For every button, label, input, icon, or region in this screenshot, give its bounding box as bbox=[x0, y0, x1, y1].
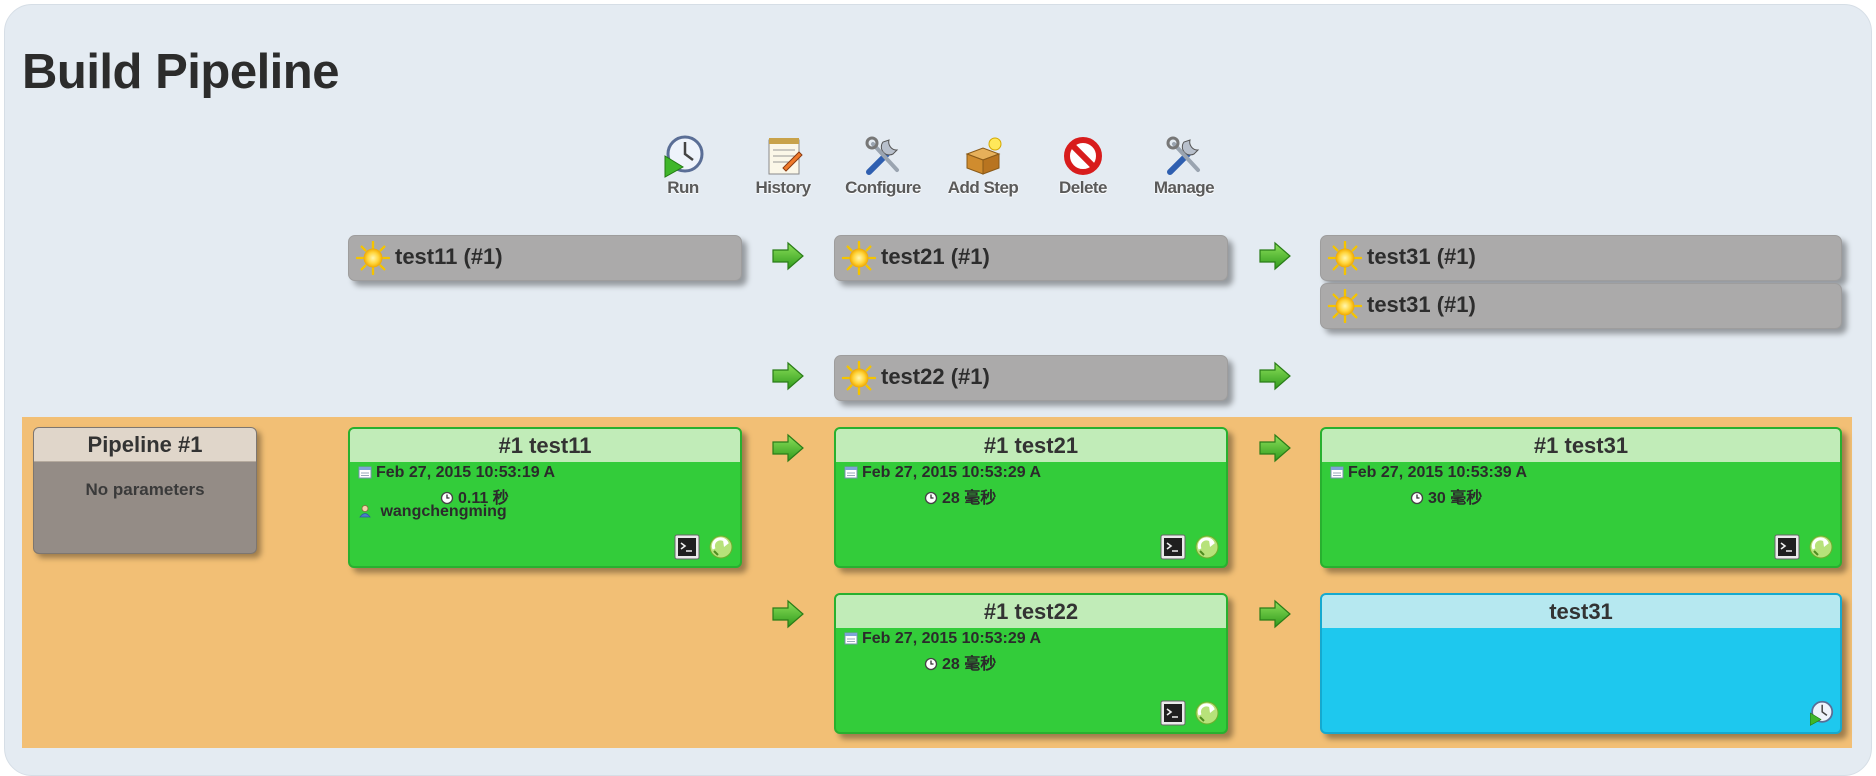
build-card-test11[interactable]: #1 test11 Feb 27, 2015 10:53:19 A 0.11 秒… bbox=[348, 427, 742, 568]
user-icon bbox=[358, 504, 372, 518]
history-button[interactable]: History bbox=[733, 134, 833, 204]
manage-button[interactable]: Manage bbox=[1134, 134, 1234, 204]
build-duration: 28 毫秒 bbox=[942, 656, 997, 673]
arrow-right-icon bbox=[1258, 432, 1292, 464]
configure-icon bbox=[865, 136, 899, 175]
build-title[interactable]: #1 test22 bbox=[836, 595, 1226, 628]
build-date: Feb 27, 2015 10:53:19 A bbox=[376, 464, 556, 481]
build-date-row: Feb 27, 2015 10:53:29 A bbox=[844, 464, 1041, 482]
console-icon[interactable] bbox=[1160, 534, 1186, 560]
build-duration-row: 28 毫秒 bbox=[924, 484, 996, 508]
delete-icon bbox=[1064, 137, 1102, 175]
build-title[interactable]: test31 bbox=[1322, 595, 1840, 628]
pipeline-info-card: Pipeline #1 No parameters bbox=[33, 427, 257, 554]
job-header-test21[interactable]: test21 (#1) bbox=[834, 235, 1228, 281]
build-card-test31[interactable]: #1 test31 Feb 27, 2015 10:53:39 A 30 毫秒 bbox=[1320, 427, 1842, 568]
pipeline-params: No parameters bbox=[85, 480, 205, 499]
job-header-label[interactable]: test21 (#1) bbox=[881, 244, 990, 269]
arrow-right-icon bbox=[771, 240, 805, 272]
clock-icon bbox=[924, 657, 938, 671]
pipeline-title[interactable]: Pipeline #1 bbox=[34, 428, 256, 462]
build-date: Feb 27, 2015 10:53:29 A bbox=[862, 630, 1042, 647]
job-header-test31-second[interactable]: test31 (#1) bbox=[1320, 283, 1842, 329]
build-date: Feb 27, 2015 10:53:29 A bbox=[862, 464, 1042, 481]
calendar-icon bbox=[1330, 465, 1344, 479]
build-user: wangchengming bbox=[380, 503, 507, 520]
build-date-row: Feb 27, 2015 10:53:29 A bbox=[844, 630, 1041, 648]
job-header-label[interactable]: test22 (#1) bbox=[881, 364, 990, 389]
delete-label: Delete bbox=[1058, 178, 1108, 197]
rebuild-icon[interactable] bbox=[1194, 534, 1220, 560]
add-step-button[interactable]: Add Step bbox=[933, 134, 1033, 204]
rebuild-icon[interactable] bbox=[1194, 700, 1220, 726]
build-date: Feb 27, 2015 10:53:39 A bbox=[1348, 464, 1528, 481]
build-user-row: wangchengming bbox=[358, 503, 507, 521]
add-step-label: Add Step bbox=[947, 178, 1019, 197]
job-header-label[interactable]: test31 (#1) bbox=[1367, 292, 1476, 317]
build-duration-row: 28 毫秒 bbox=[924, 650, 996, 674]
arrow-right-icon bbox=[1258, 598, 1292, 630]
arrow-right-icon bbox=[1258, 360, 1292, 392]
sunny-icon bbox=[1328, 289, 1362, 323]
job-header-test22[interactable]: test22 (#1) bbox=[834, 355, 1228, 401]
configure-button[interactable]: Configure bbox=[833, 134, 933, 204]
calendar-icon bbox=[358, 465, 372, 479]
run-label: Run bbox=[667, 178, 699, 197]
console-icon[interactable] bbox=[1774, 534, 1800, 560]
delete-button[interactable]: Delete bbox=[1033, 134, 1133, 204]
build-duration-row: 0.11 秒 bbox=[440, 484, 509, 508]
build-date-row: Feb 27, 2015 10:53:19 A bbox=[358, 464, 555, 482]
console-icon[interactable] bbox=[1160, 700, 1186, 726]
run-icon bbox=[664, 135, 704, 178]
sunny-icon bbox=[1328, 241, 1362, 275]
job-header-test11[interactable]: test11 (#1) bbox=[348, 235, 742, 281]
job-header-label[interactable]: test11 (#1) bbox=[395, 244, 503, 269]
sunny-icon bbox=[356, 241, 390, 275]
manage-label: Manage bbox=[1153, 178, 1215, 197]
build-card-test22[interactable]: #1 test22 Feb 27, 2015 10:53:29 A 28 毫秒 bbox=[834, 593, 1228, 734]
manage-icon bbox=[1166, 136, 1200, 175]
sunny-icon bbox=[842, 361, 876, 395]
rebuild-icon[interactable] bbox=[708, 534, 734, 560]
clock-icon bbox=[924, 491, 938, 505]
build-card-test21[interactable]: #1 test21 Feb 27, 2015 10:53:29 A 28 毫秒 bbox=[834, 427, 1228, 568]
sunny-icon bbox=[842, 241, 876, 275]
arrow-right-icon bbox=[771, 598, 805, 630]
run-button[interactable]: Run bbox=[633, 134, 733, 204]
arrow-right-icon bbox=[771, 432, 805, 464]
console-icon[interactable] bbox=[674, 534, 700, 560]
build-duration: 30 毫秒 bbox=[1428, 490, 1483, 507]
job-header-test31[interactable]: test31 (#1) bbox=[1320, 235, 1842, 281]
configure-label: Configure bbox=[845, 178, 921, 197]
calendar-icon bbox=[844, 631, 858, 645]
job-header-label[interactable]: test31 (#1) bbox=[1367, 244, 1476, 269]
build-date-row: Feb 27, 2015 10:53:39 A bbox=[1330, 464, 1527, 482]
build-title[interactable]: #1 test31 bbox=[1322, 429, 1840, 462]
build-title[interactable]: #1 test11 bbox=[350, 429, 740, 462]
arrow-right-icon bbox=[1258, 240, 1292, 272]
run-icon[interactable] bbox=[1808, 700, 1834, 726]
clock-icon bbox=[1410, 491, 1424, 505]
build-duration: 0.11 秒 bbox=[458, 490, 509, 507]
build-card-test31-pending[interactable]: test31 bbox=[1320, 593, 1842, 734]
build-duration-row: 30 毫秒 bbox=[1410, 484, 1482, 508]
build-title[interactable]: #1 test21 bbox=[836, 429, 1226, 462]
arrow-right-icon bbox=[771, 360, 805, 392]
history-label: History bbox=[755, 178, 811, 197]
add-step-icon bbox=[965, 137, 1002, 175]
rebuild-icon[interactable] bbox=[1808, 534, 1834, 560]
calendar-icon bbox=[844, 465, 858, 479]
page-title: Build Pipeline bbox=[22, 45, 339, 99]
history-icon bbox=[768, 138, 803, 175]
build-duration: 28 毫秒 bbox=[942, 490, 997, 507]
